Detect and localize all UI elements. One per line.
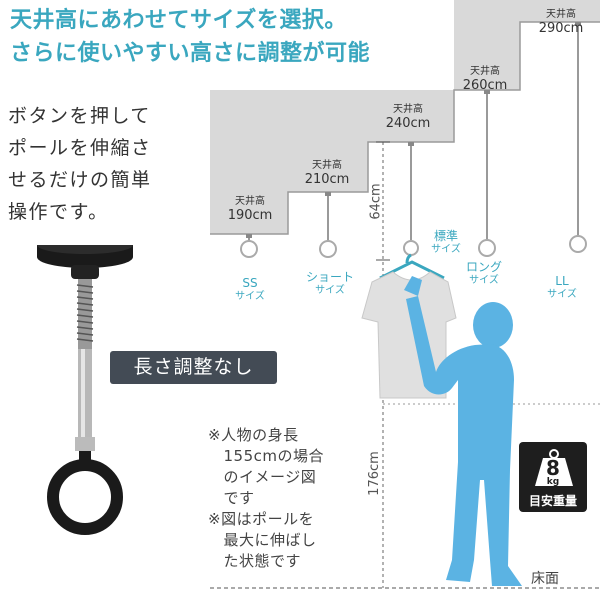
size-label-standard: 標準 サイズ bbox=[431, 229, 461, 255]
floor-label: 床面 bbox=[531, 571, 559, 587]
product-pole-image bbox=[37, 245, 133, 535]
description-line: 操作です。 bbox=[8, 201, 109, 223]
note-line: ※人物の身長 bbox=[208, 426, 299, 444]
notes: ※人物の身長 155cmの場合 のイメージ図 です ※図はポールを 最大に伸ばし… bbox=[208, 425, 324, 572]
note-line: のイメージ図 bbox=[208, 468, 317, 486]
description: ボタンを押して ポールを伸縮さ せるだけの簡単 操作です。 bbox=[8, 100, 152, 228]
no-adjustment-badge: 長さ調整なし bbox=[110, 351, 277, 384]
note-line: た状態です bbox=[208, 552, 302, 570]
size-label-short: ショート サイズ bbox=[305, 270, 355, 296]
size-label-ll: LL サイズ bbox=[547, 274, 577, 300]
description-line: せるだけの簡単 bbox=[8, 169, 152, 191]
note-line: 最大に伸ばし bbox=[208, 531, 317, 549]
note-line: 155cmの場合 bbox=[208, 447, 324, 465]
headline-line-1: 天井高にあわせてサイズを選択。 bbox=[10, 8, 347, 33]
size-label-ss: SS サイズ bbox=[235, 276, 265, 302]
ceiling-area bbox=[210, 0, 600, 234]
dimension-lower: 176cm bbox=[366, 451, 382, 496]
ceiling-label-240: 天井高 240cm bbox=[385, 104, 431, 131]
description-line: ボタンを押して bbox=[8, 105, 151, 127]
ceiling-label-260: 天井高 260cm bbox=[462, 66, 508, 93]
ceiling-label-210: 天井高 210cm bbox=[304, 160, 350, 187]
description-line: ポールを伸縮さ bbox=[8, 137, 152, 159]
weight-icon bbox=[519, 442, 587, 512]
ring-long bbox=[478, 239, 496, 257]
ceiling-label-190: 天井高 190cm bbox=[227, 196, 273, 223]
weight-label: 目安重量 bbox=[528, 494, 577, 508]
ring-short bbox=[319, 240, 337, 258]
ring-standard bbox=[403, 240, 419, 256]
size-label-long: ロング サイズ bbox=[465, 260, 503, 286]
ceiling-label-290: 天井高 290cm bbox=[538, 9, 584, 36]
dimension-upper: 64cm bbox=[368, 183, 384, 220]
note-line: です bbox=[208, 489, 255, 507]
weight-unit: kg bbox=[546, 477, 560, 487]
headline: 天井高にあわせてサイズを選択。 さらに使いやすい高さに調整が可能 bbox=[10, 4, 370, 70]
person-silhouette bbox=[404, 276, 522, 586]
note-line: ※図はポールを bbox=[208, 510, 315, 528]
weight-value: 8 bbox=[546, 456, 560, 480]
ring-ll bbox=[569, 235, 587, 253]
ring-ss bbox=[240, 240, 258, 258]
headline-line-2: さらに使いやすい高さに調整が可能 bbox=[10, 41, 371, 66]
